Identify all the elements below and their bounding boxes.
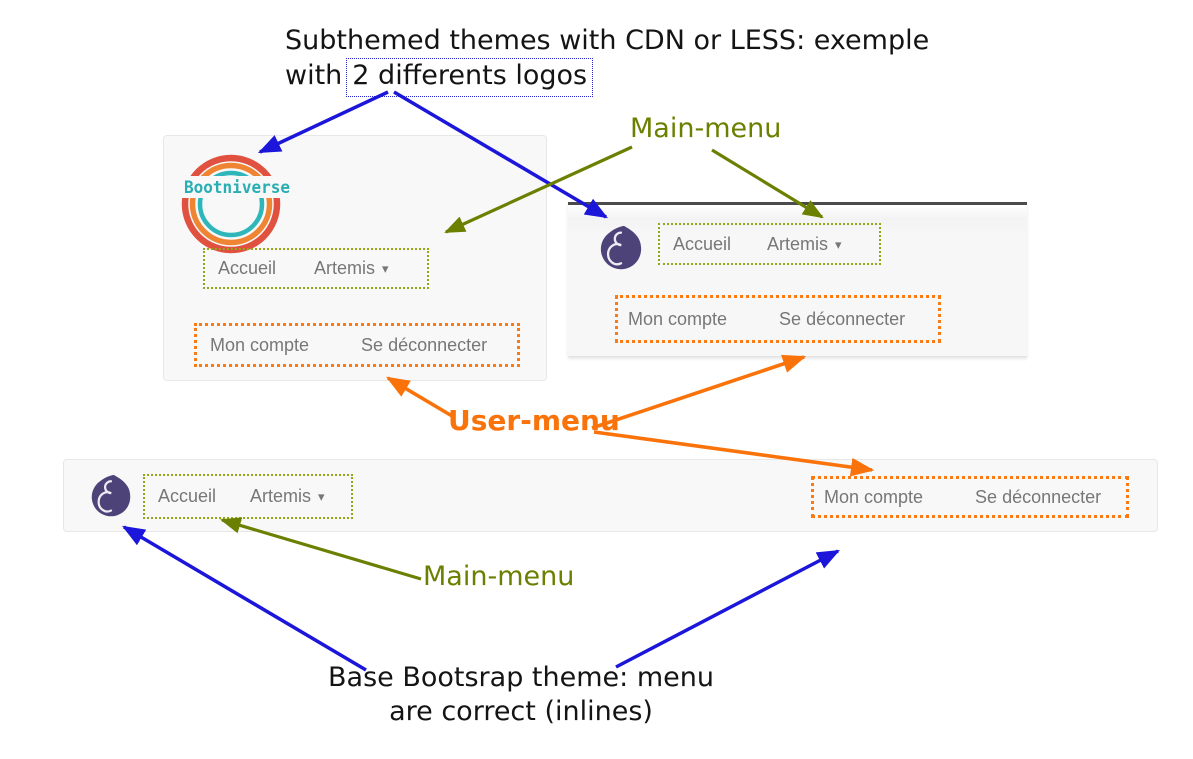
nav-link-mon-compte[interactable]: Mon compte bbox=[628, 308, 728, 329]
caret-down-icon: ▾ bbox=[318, 489, 325, 504]
base-navbar-user-menu: Mon compte Se déconnecter bbox=[811, 476, 1129, 518]
subthemed-navbar-main-menu: Accueil Artemis▾ bbox=[658, 223, 881, 265]
subthemed-navbar: Accueil Artemis▾ Mon compte Se déconnect… bbox=[568, 202, 1027, 357]
main-menu-label-bottom: Main-menu bbox=[423, 561, 575, 592]
subthemed-card: Bootniverse Accueil Artemis▾ Mon compte … bbox=[163, 135, 547, 381]
caret-down-icon: ▾ bbox=[382, 261, 389, 276]
arrow-caption-to-base-navbar-right bbox=[615, 549, 841, 669]
bottom-caption-line2: are correct (inlines) bbox=[389, 696, 653, 727]
arrow-user-menu-to-subthemed-navbar-user-menu bbox=[591, 354, 807, 430]
nav-link-accueil[interactable]: Accueil bbox=[218, 258, 277, 278]
caret-down-icon: ▾ bbox=[835, 236, 842, 252]
nav-link-se-deconnecter[interactable]: Se déconnecter bbox=[779, 308, 906, 329]
nav-dropdown-artemis[interactable]: Artemis▾ bbox=[250, 486, 325, 506]
purple-brand-logo-icon[interactable] bbox=[89, 473, 133, 517]
subthemed-card-main-menu: Accueil Artemis▾ bbox=[203, 248, 429, 289]
purple-brand-logo-icon[interactable] bbox=[598, 224, 644, 270]
top-caption-prefix: with bbox=[285, 60, 343, 91]
bootniverse-logo-svg: Bootniverse bbox=[180, 154, 294, 254]
base-navbar-main-menu: Accueil Artemis▾ bbox=[143, 474, 353, 519]
nav-link-mon-compte[interactable]: Mon compte bbox=[824, 486, 924, 507]
top-caption: Subthemed themes with CDN or LESS: exemp… bbox=[285, 24, 929, 97]
bottom-caption: Base Bootsrap theme: menu are correct (i… bbox=[291, 661, 751, 729]
nav-link-se-deconnecter[interactable]: Se déconnecter bbox=[975, 486, 1102, 507]
arrow-user-menu-to-card-user-menu bbox=[385, 376, 453, 418]
subthemed-navbar-user-menu: Mon compte Se déconnecter bbox=[615, 295, 941, 343]
bootniverse-logo-text: Bootniverse bbox=[184, 178, 290, 198]
arrow-caption-to-base-navbar-logo bbox=[122, 525, 367, 672]
bootniverse-logo-icon[interactable]: Bootniverse bbox=[180, 152, 294, 256]
top-caption-highlight-box: 2 differents logos bbox=[346, 58, 594, 97]
top-caption-line1: Subthemed themes with CDN or LESS: exemp… bbox=[285, 25, 930, 56]
nav-dropdown-artemis[interactable]: Artemis▾ bbox=[314, 258, 389, 278]
base-navbar: Accueil Artemis▾ Mon compte Se déconnect… bbox=[63, 459, 1158, 532]
nav-link-se-deconnecter[interactable]: Se déconnecter bbox=[361, 334, 488, 355]
nav-link-accueil[interactable]: Accueil bbox=[158, 486, 217, 506]
user-menu-label: User-menu bbox=[448, 404, 620, 437]
subthemed-card-user-menu: Mon compte Se déconnecter bbox=[194, 323, 520, 367]
nav-dropdown-artemis[interactable]: Artemis▾ bbox=[767, 233, 842, 254]
nav-link-accueil[interactable]: Accueil bbox=[673, 233, 732, 254]
bottom-caption-line1: Base Bootsrap theme: menu bbox=[328, 662, 714, 693]
nav-link-mon-compte[interactable]: Mon compte bbox=[210, 334, 310, 355]
main-menu-label-top: Main-menu bbox=[630, 113, 782, 144]
